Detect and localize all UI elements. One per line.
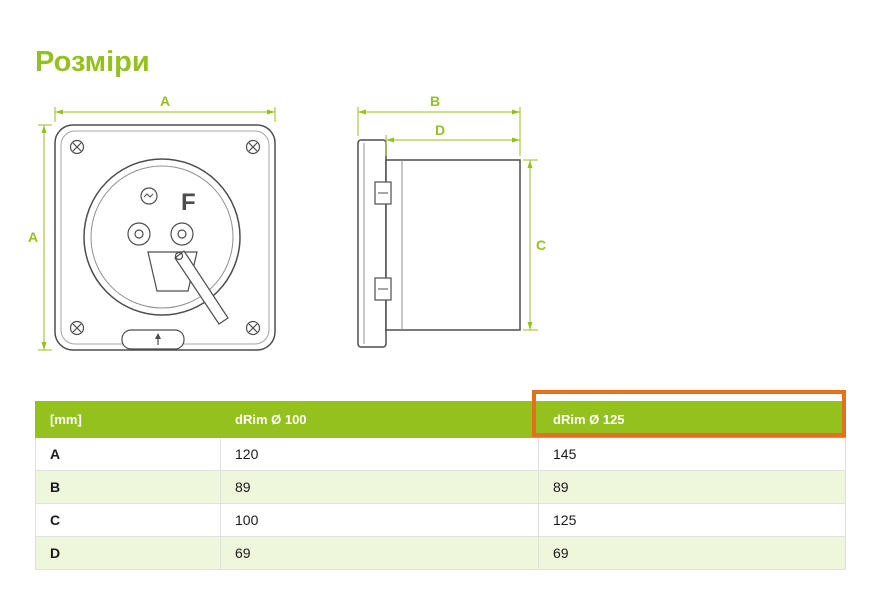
bottom-connector [121,329,185,350]
table-row-a: A 120 145 [35,437,846,471]
dim-label-cell: C [35,503,221,537]
front-view-drawing [54,124,276,351]
dim-label-b: B [430,93,440,109]
col-header-mm: [mm] [35,401,221,438]
dim-label-d: D [435,122,445,138]
dimension-lines [38,107,538,351]
dim-label-cell: D [35,536,221,570]
dim-value-drim100: 89 [220,470,539,504]
col-header-drim100: dRim Ø 100 [220,401,539,438]
side-view-drawing [357,139,521,348]
dimension-arrowheads [41,109,533,350]
dim-value-drim125: 125 [538,503,846,537]
dim-value-drim100: 69 [220,536,539,570]
front-plate-side [357,139,387,348]
hub-circles [127,222,194,246]
technical-drawing-svg: F [28,93,546,351]
impeller-direction-label: F [181,189,196,216]
shroud-shape [147,251,198,292]
dim-value-drim125: 69 [538,536,846,570]
fan-opening-circle [83,158,241,316]
page-title: Розміри [35,46,150,78]
table-row-c: C 100 125 [35,503,846,537]
table-header-row: [mm] dRim Ø 100 dRim Ø 125 [35,401,846,438]
col-header-drim125: dRim Ø 125 [538,401,846,438]
dim-label-a-top: A [160,93,170,109]
dim-value-drim100: 100 [220,503,539,537]
mounting-clips [374,181,392,301]
dim-label-c: C [536,237,546,253]
dimension-drawings: F [25,90,570,370]
gear-icon [140,187,158,205]
dim-value-drim100: 120 [220,437,539,471]
up-arrow-icon [155,333,161,339]
table-row-d: D 69 69 [35,536,846,570]
dim-label-a-left: A [28,229,38,245]
dim-label-cell: A [35,437,221,471]
table-row-b: B 89 89 [35,470,846,504]
corner-screws [69,139,261,336]
dim-value-drim125: 145 [538,437,846,471]
dim-label-cell: B [35,470,221,504]
duct-body [385,159,521,331]
dim-value-drim125: 89 [538,470,846,504]
dimensions-table-area: [mm] dRim Ø 100 dRim Ø 125 A 120 145 B 8… [35,390,846,570]
dimensions-table: [mm] dRim Ø 100 dRim Ø 125 A 120 145 B 8… [35,401,846,570]
